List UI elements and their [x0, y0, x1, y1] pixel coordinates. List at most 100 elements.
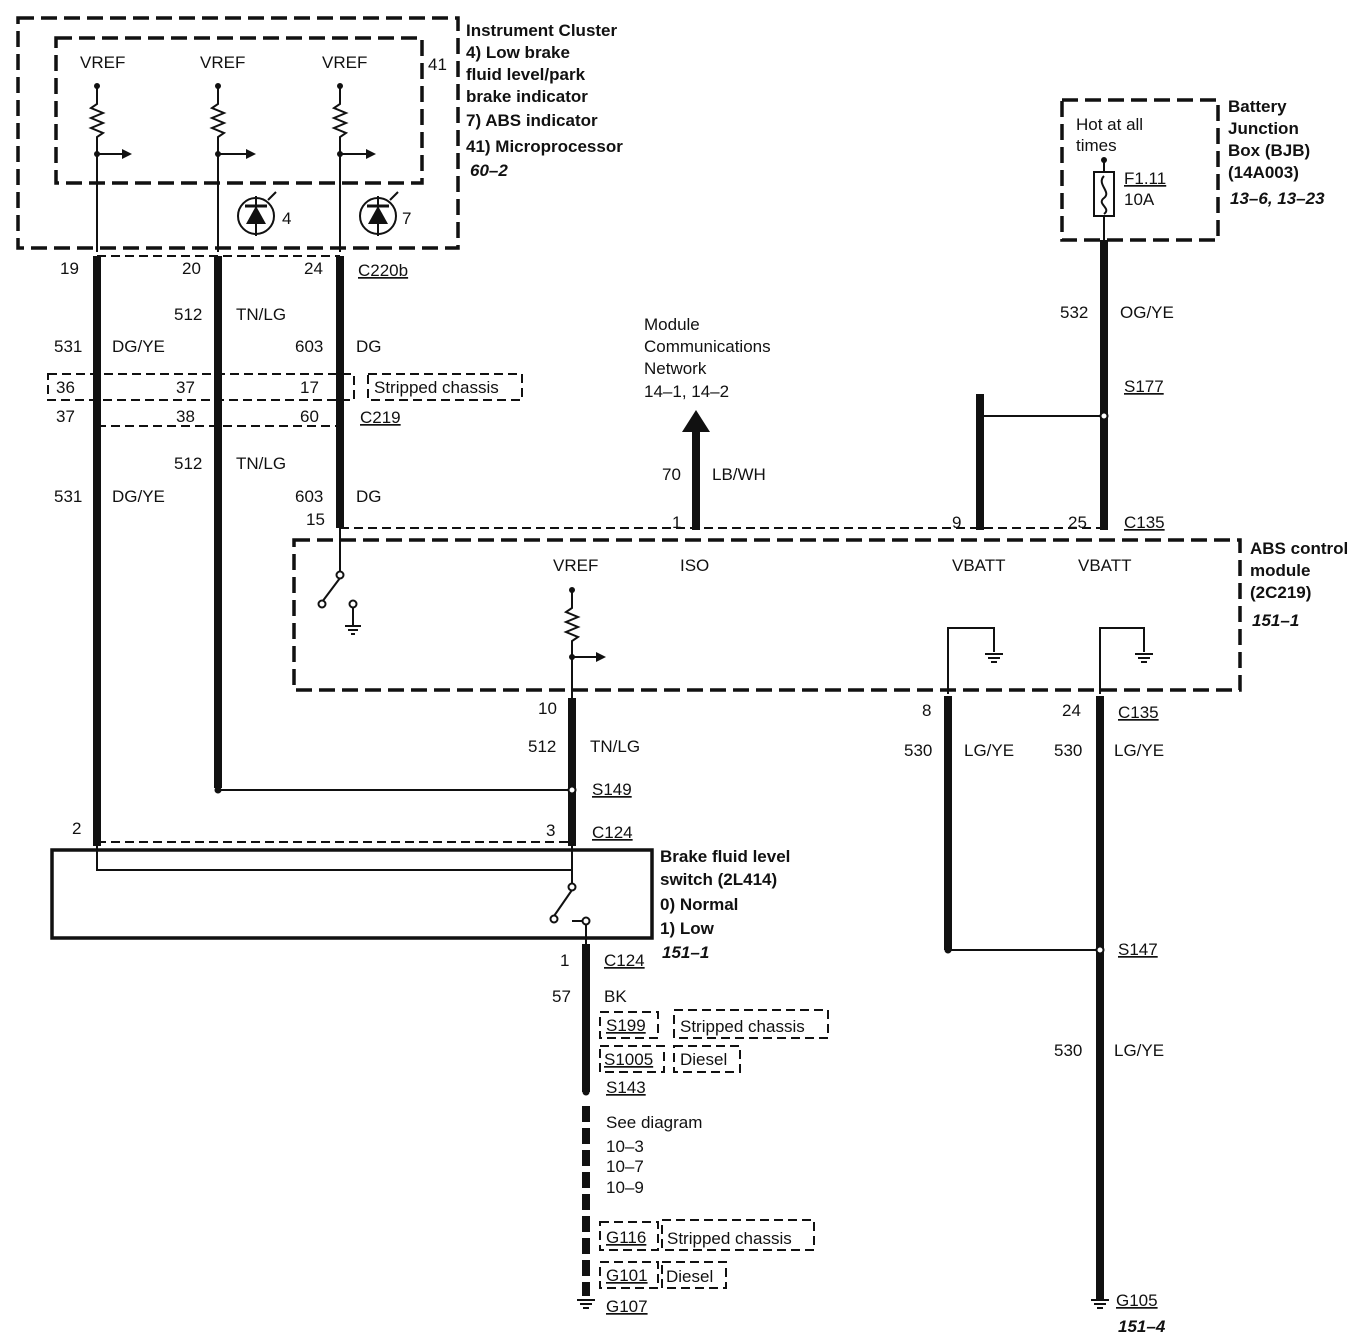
bjb-hot-line-1: Hot at all	[1076, 115, 1143, 134]
bjb-title-3: Box (BJB)	[1228, 141, 1310, 160]
wire-530-color-a: LG/YE	[964, 741, 1014, 760]
wire-531-label-b: 531	[54, 487, 82, 506]
g116-box	[599, 1219, 815, 1251]
network-line-1: Module	[644, 315, 700, 334]
abs-vbatt-label-2: VBATT	[1078, 556, 1132, 575]
brake-switch-state-0: 0) Normal	[660, 895, 738, 914]
abs-vref-resistor	[563, 587, 606, 700]
wire-512-label-a: 512	[174, 305, 202, 324]
g116-stripped-chassis: Stripped chassis	[667, 1229, 792, 1248]
abs-ground-right	[1099, 627, 1153, 694]
c219-bot-pin-38: 38	[176, 407, 195, 426]
cluster-vref-stage-1	[88, 83, 132, 159]
abs-page-ref: 151–1	[1252, 611, 1299, 630]
see-diagram: See diagram	[606, 1113, 702, 1132]
wire-530-label-b: 530	[1054, 741, 1082, 760]
wire-512-label-c: 512	[528, 737, 556, 756]
wire-603-label-b: 603	[295, 487, 323, 506]
splice-s177: S177	[1124, 377, 1164, 396]
network-line-2: Communications	[644, 337, 771, 356]
network-line-3: Network	[644, 359, 707, 378]
abs-pin-1: 1	[672, 513, 681, 532]
g101-diesel: Diesel	[666, 1267, 713, 1286]
see-ref-1: 10–3	[606, 1137, 644, 1156]
s199-stripped-chassis: Stripped chassis	[680, 1017, 805, 1036]
abs-vbatt-label-1: VBATT	[952, 556, 1006, 575]
brake-switch-title-2: switch (2L414)	[660, 870, 777, 889]
cluster-line-1: 4) Low brake	[466, 43, 570, 62]
g101-box	[599, 1261, 727, 1289]
c124-pin-2: 2	[72, 819, 81, 838]
cluster-line-2: fluid level/park	[466, 65, 586, 84]
abs-pin-15: 15	[306, 510, 325, 529]
c220b-pin-24: 24	[304, 259, 323, 278]
lamp-4-label: 4	[282, 209, 291, 228]
wire-530-color-c: LG/YE	[1114, 1041, 1164, 1060]
network-ref: 14–1, 14–2	[644, 382, 729, 401]
vref-label-2: VREF	[200, 53, 245, 72]
ground-g101: G101	[606, 1266, 648, 1285]
wire-512-color-c: TN/LG	[590, 737, 640, 756]
c220b-pin-19: 19	[60, 259, 79, 278]
cluster-line-5: 41) Microprocessor	[466, 137, 623, 156]
abs-pin-9: 9	[952, 513, 961, 532]
abs-lamp-switch	[317, 528, 361, 635]
cluster-vref-stage-3	[331, 83, 376, 159]
wire-532-color: OG/YE	[1120, 303, 1174, 322]
abs-pin-10: 10	[538, 699, 557, 718]
wire-530-label-a: 530	[904, 741, 932, 760]
vref-label-1: VREF	[80, 53, 125, 72]
wire-531-color-a: DG/YE	[112, 337, 165, 356]
lamp-7-label: 7	[402, 209, 411, 228]
cluster-line-4: 7) ABS indicator	[466, 111, 598, 130]
ground-g116: G116	[606, 1228, 646, 1247]
s1005-diesel: Diesel	[680, 1050, 727, 1069]
c219-stripped-chassis-note: Stripped chassis	[374, 378, 499, 397]
brake-switch-state-1: 1) Low	[660, 919, 715, 938]
splice-s199: S199	[606, 1016, 646, 1035]
cluster-vref-stage-2	[209, 83, 256, 159]
c219-top-pin-17: 17	[300, 378, 319, 397]
abs-ground-left	[947, 627, 1003, 694]
c135-bottom-label: C135	[1118, 703, 1159, 722]
network-arrow-icon	[682, 410, 710, 432]
abs-pin-25: 25	[1068, 513, 1087, 532]
c124-top-label: C124	[592, 823, 633, 842]
lamp-7-icon	[359, 191, 399, 236]
c124-pin-1: 1	[560, 951, 569, 970]
splice-s143: S143	[606, 1078, 646, 1097]
brake-switch-page-ref: 151–1	[662, 943, 709, 962]
splice-s149: S149	[592, 780, 632, 799]
wire-531-label-a: 531	[54, 337, 82, 356]
fuse-id: F1.11	[1124, 169, 1166, 188]
abs-vref-label: VREF	[553, 556, 598, 575]
vref-label-3: VREF	[322, 53, 367, 72]
abs-title-2: module	[1250, 561, 1310, 580]
c220b-connector-label: C220b	[358, 261, 408, 280]
instrument-cluster-outline	[16, 16, 460, 250]
wire-512-color-a: TN/LG	[236, 305, 286, 324]
c219-bot-pin-60: 60	[300, 407, 319, 426]
abs-pin-8: 8	[922, 701, 931, 720]
brake-switch-title-1: Brake fluid level	[660, 847, 790, 866]
abs-iso-label: ISO	[680, 556, 709, 575]
abs-title-1: ABS control	[1250, 539, 1348, 558]
c219-connector	[47, 373, 523, 427]
bjb-part: (14A003)	[1228, 163, 1299, 182]
wire-57-color: BK	[604, 987, 627, 1006]
brake-switch-outline	[50, 848, 654, 940]
ground-g105-icon	[1091, 1299, 1109, 1309]
see-ref-2: 10–7	[606, 1157, 644, 1176]
wire-512-color-b: TN/LG	[236, 454, 286, 473]
wire-603-label-a: 603	[295, 337, 323, 356]
c135-top-label: C135	[1124, 513, 1165, 532]
wire-532-label: 532	[1060, 303, 1088, 322]
wire-603-color-a: DG	[356, 337, 382, 356]
bjb-hot-line-2: times	[1076, 136, 1117, 155]
cluster-line-3: brake indicator	[466, 87, 588, 106]
abs-title-3: (2C219)	[1250, 583, 1311, 602]
wire-70-color: LB/WH	[712, 465, 766, 484]
wire-512-label-b: 512	[174, 454, 202, 473]
